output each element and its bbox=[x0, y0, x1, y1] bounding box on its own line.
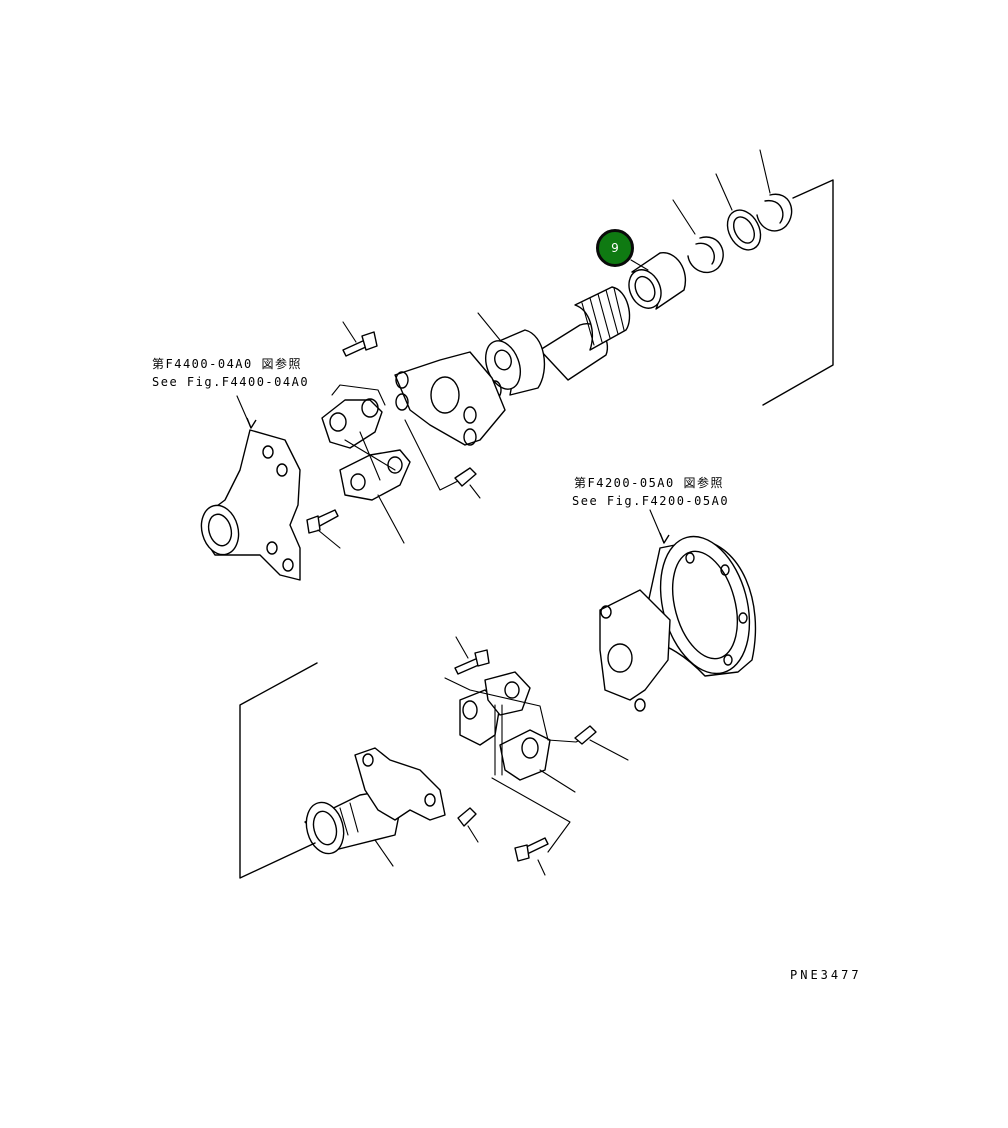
bolt-left bbox=[306, 509, 341, 549]
grease-nipple-lower-right bbox=[574, 725, 629, 761]
reference-label-f4400-en: See Fig.F4400-04A0 bbox=[152, 375, 310, 389]
splined-shaft bbox=[539, 286, 631, 381]
bolt-lower-bottom bbox=[514, 837, 549, 876]
flange-yoke-left bbox=[200, 395, 301, 581]
grease-nipple-upper bbox=[454, 467, 481, 499]
snap-ring-outer bbox=[756, 149, 793, 232]
group-bracket-bottom bbox=[239, 662, 318, 879]
snap-ring-inner bbox=[672, 199, 724, 274]
grease-nipple-lower-left bbox=[457, 807, 479, 843]
bolt-top bbox=[342, 321, 378, 357]
reference-label-f4200-jp: 第F4200-05A0 図参照 bbox=[574, 476, 724, 490]
group-bracket-top bbox=[762, 179, 834, 406]
washer bbox=[715, 173, 762, 251]
spider-joint-lower bbox=[444, 671, 591, 853]
spider-joint-upper bbox=[321, 384, 461, 544]
part-callout-9[interactable]: 9 bbox=[596, 229, 634, 267]
slip-yoke-upper bbox=[394, 312, 546, 446]
bolt-lower-top bbox=[454, 636, 490, 675]
reference-label-f4400-jp: 第F4400-04A0 図参照 bbox=[152, 357, 302, 371]
reference-label-f4200-en: See Fig.F4200-05A0 bbox=[572, 494, 730, 508]
flange-housing-right bbox=[599, 509, 757, 712]
part-callout-number: 9 bbox=[611, 241, 619, 255]
bearing-collar bbox=[628, 252, 687, 310]
drawing-code: PNE3477 bbox=[790, 968, 862, 982]
slip-yoke-lower bbox=[304, 747, 446, 867]
